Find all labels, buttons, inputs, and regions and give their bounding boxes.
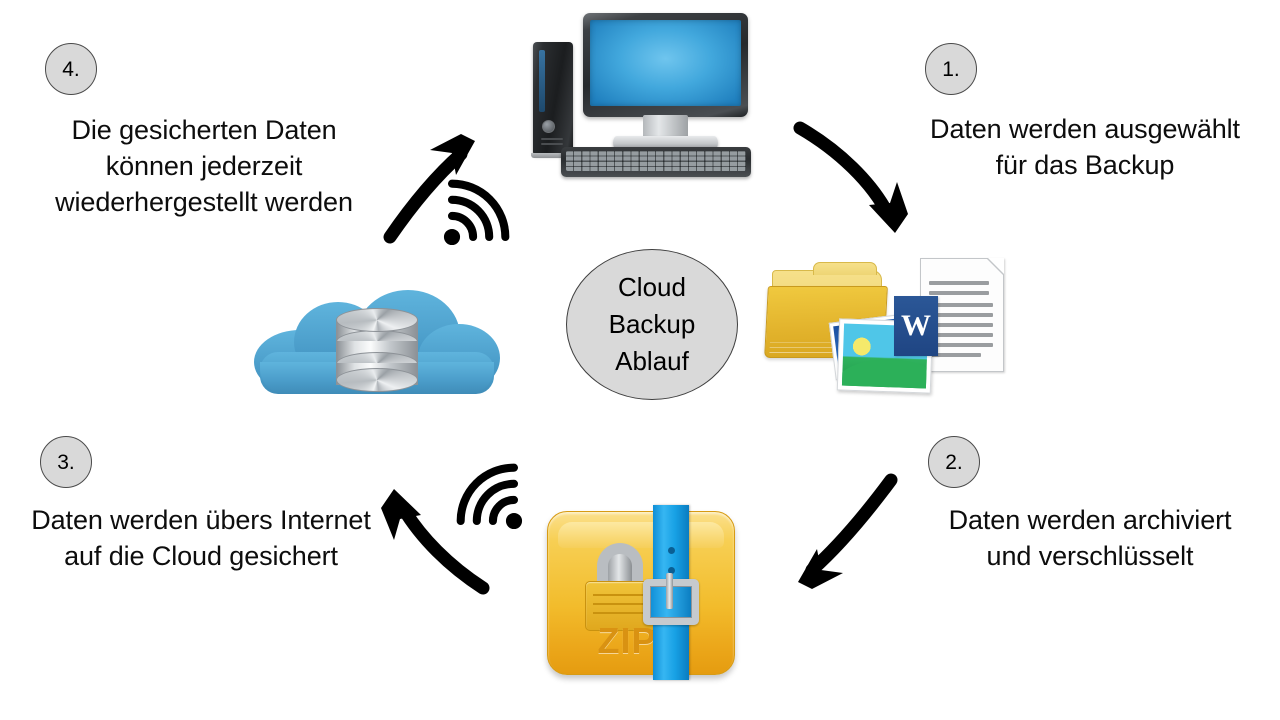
connector-arrow-step-2: [798, 473, 898, 589]
monitor-stand: [613, 136, 718, 150]
pc-tower: [533, 42, 573, 155]
monitor: [583, 13, 748, 117]
step-number-1: 1.: [942, 57, 960, 81]
desktop-computer-icon: [505, 8, 755, 177]
monitor-neck: [643, 115, 688, 139]
step-badge-3: 3.: [40, 436, 92, 488]
step-text-4: Die gesicherten Daten können jederzeit w…: [55, 115, 353, 217]
step-badge-4: 4.: [45, 43, 97, 95]
center-title-line-1: Cloud: [618, 272, 686, 303]
center-title-line-3: Ablauf: [615, 345, 689, 376]
center-title-oval: Cloud Backup Ablauf: [566, 249, 738, 400]
connector-arrow-step-1: [793, 121, 908, 233]
step-badge-1: 1.: [925, 43, 977, 95]
step-number-3: 3.: [57, 450, 75, 474]
padlock-shackle-icon: [597, 543, 643, 587]
wifi-signal-icon-top: [444, 184, 505, 245]
zip-archive-lock-icon: ZIP: [547, 505, 737, 680]
zip-buckle-pin: [666, 573, 673, 609]
zip-label: ZIP: [597, 620, 657, 661]
pc-tower-base: [531, 153, 575, 158]
center-title-line-2: Backup: [608, 309, 696, 340]
word-document-badge-icon: W: [894, 296, 938, 356]
step-text-1: Daten werden ausgewählt für das Backup: [930, 114, 1240, 180]
step-text-3: Daten werden übers Internet auf die Clou…: [31, 505, 371, 571]
keyboard: [561, 147, 751, 177]
zip-lid: [558, 522, 724, 548]
step-number-4: 4.: [62, 57, 80, 81]
connector-arrow-step-4: [383, 134, 475, 244]
connector-arrow-step-3: [381, 489, 490, 595]
step-number-2: 2.: [945, 450, 963, 474]
wifi-signal-icon-bottom: [461, 468, 522, 529]
word-badge-label: W: [901, 309, 931, 342]
power-button-icon: [542, 120, 555, 133]
folder-documents-icon: W: [760, 252, 1010, 402]
cloud-database-icon: [252, 268, 502, 413]
database-cylinder-icon: [336, 308, 418, 392]
monitor-screen: [590, 20, 741, 106]
keyboard-keys: [566, 151, 746, 171]
step-badge-2: 2.: [928, 436, 980, 488]
step-text-2: Daten werden archiviert und verschlüssel…: [948, 505, 1232, 571]
